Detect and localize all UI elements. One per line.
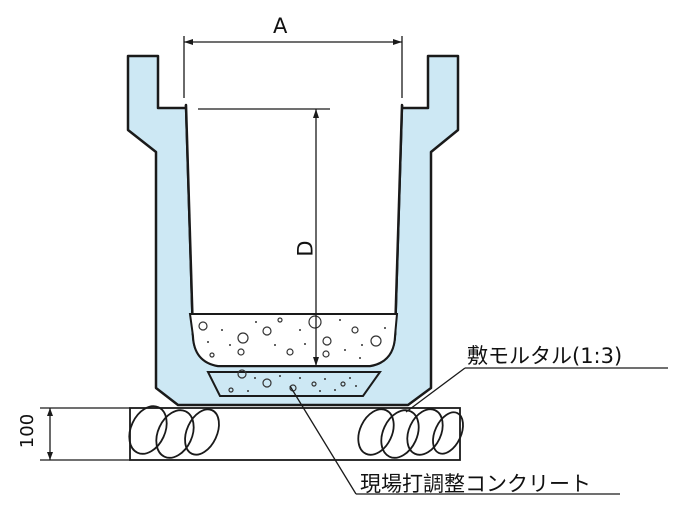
dimension-a [183,36,403,98]
dimension-d [198,108,330,366]
dimension-100 [40,407,130,461]
channel-wall-right [393,104,404,336]
adjustment-speckles [228,369,346,393]
base-thickness-label: 100 [17,413,38,449]
adjustment-dots [247,375,357,392]
mortar-label: 敷モルタル(1:3) [467,344,623,368]
mortar-dots [207,319,386,359]
channel-interior [186,105,402,366]
mortar-speckles [198,315,382,358]
adjustment-concrete [206,371,382,397]
base-layer [129,407,461,461]
adjustment-concrete-label: 現場打調整コンクリート [360,472,591,496]
gravel-ovals [128,405,464,459]
leader-mortar [405,367,668,413]
dimension-a-label: A [273,14,288,38]
leader-concrete [289,385,620,495]
dimension-d-label: D [293,240,318,257]
bedding-mortar [188,313,399,367]
channel-wall-left [184,104,195,336]
